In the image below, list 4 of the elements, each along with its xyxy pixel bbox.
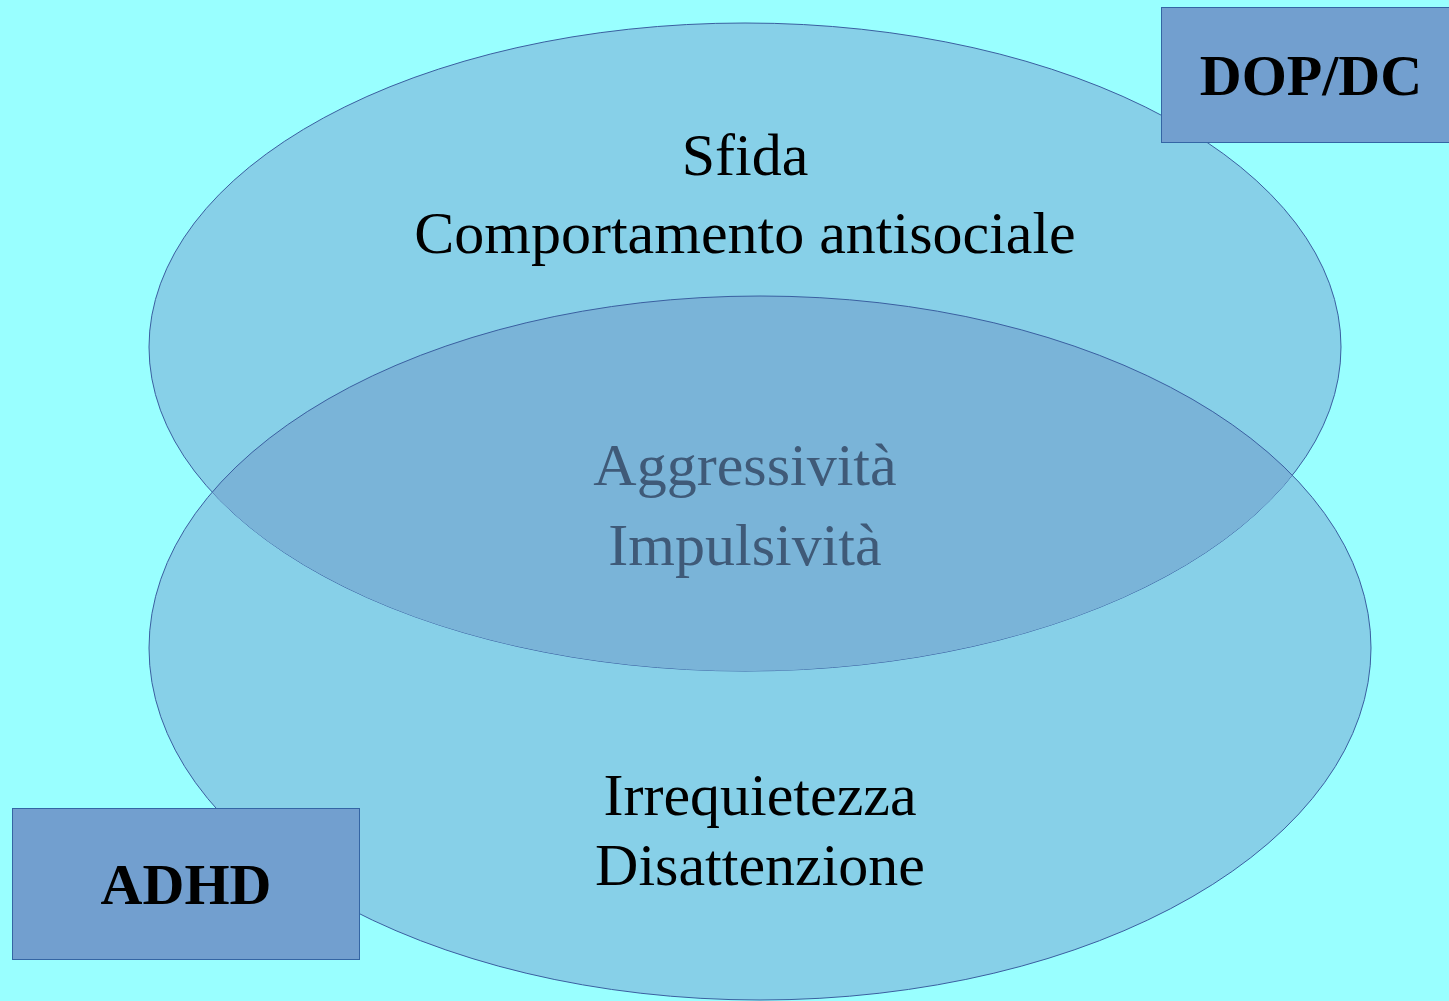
- set-label: Disattenzione: [595, 835, 925, 895]
- category-box: DOP/DC: [1161, 7, 1449, 143]
- set-label: Sfida: [681, 125, 809, 185]
- category-box: ADHD: [12, 808, 360, 960]
